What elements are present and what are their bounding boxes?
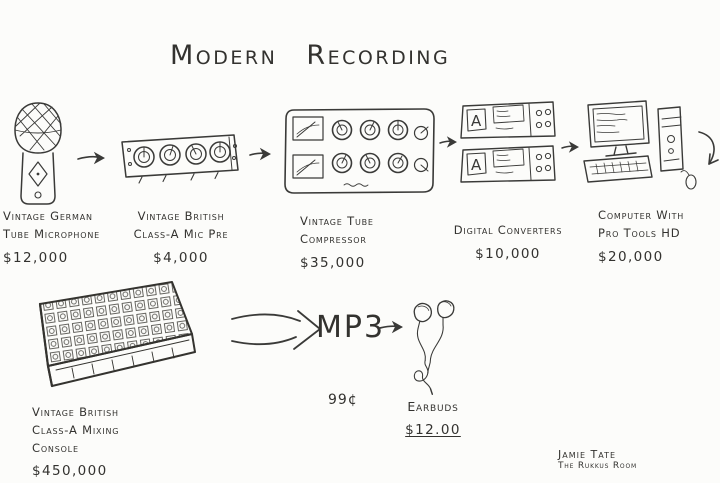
compressor-label: Vintage Tube Compressor $35,000 <box>300 213 410 274</box>
flow-arrow-icon <box>379 320 404 334</box>
earbuds-sketch <box>413 300 455 395</box>
flow-arrow-icon <box>561 141 580 153</box>
label-line: Class-A Mic Pre <box>133 226 229 241</box>
page-title: Modern Recording <box>170 40 451 71</box>
label-line: Vintage German <box>3 209 93 223</box>
signature-studio: The Rukkus Room <box>558 461 637 471</box>
earbuds-label: Earbuds $12.00 <box>390 397 476 441</box>
label-line: Console <box>32 440 79 455</box>
computer-sketch <box>583 100 697 190</box>
mixing-console-sketch <box>38 281 196 388</box>
label-line: Class-A Mixing <box>32 422 120 437</box>
converters-sketch: A A <box>460 101 556 183</box>
microphone-label: Vintage German Tube Microphone $12,000 <box>3 208 115 269</box>
converter-letter: A <box>471 112 482 130</box>
mp3-price: 99¢ <box>328 392 358 408</box>
microphone-sketch <box>14 102 62 205</box>
compressor-price: $35,000 <box>300 254 366 271</box>
flow-arrow-icon <box>439 136 458 148</box>
label-line: Tube Microphone <box>3 226 100 241</box>
converters-label: Digital Converters $10,000 <box>448 222 568 265</box>
earbuds-price: $12.00 <box>405 422 461 439</box>
mixing-console-label: Vintage British Class-A Mixing Console $… <box>32 404 162 482</box>
microphone-price: $12,000 <box>3 249 69 266</box>
compressor-sketch <box>284 108 435 194</box>
converters-price: $10,000 <box>475 245 541 262</box>
mic-preamp-label: Vintage British Class-A Mic Pre $4,000 <box>118 208 244 269</box>
flow-arrow-icon <box>249 147 272 161</box>
mic-preamp-price: $4,000 <box>153 249 209 266</box>
mixing-console-price: $450,000 <box>32 463 108 480</box>
label-line: Earbuds <box>407 399 459 414</box>
label-line: Vintage British <box>32 405 119 419</box>
flow-arrow-icon <box>77 151 106 165</box>
label-line: Digital Converters <box>453 223 563 237</box>
signature: Jamie Tate The Rukkus Room <box>558 448 637 471</box>
mic-preamp-sketch <box>121 134 239 184</box>
big-arrow-icon <box>231 310 321 350</box>
signature-name: Jamie Tate <box>558 448 617 461</box>
label-line: Vintage Tube <box>300 214 374 228</box>
label-line: Vintage British <box>137 209 225 223</box>
label-line: Computer With <box>598 208 685 222</box>
return-arrow-icon <box>698 131 719 165</box>
converter-letter: A <box>471 156 482 174</box>
label-line: Compressor <box>300 231 367 246</box>
computer-price: $20,000 <box>598 248 664 265</box>
label-line: Pro Tools HD <box>598 225 681 240</box>
computer-label: Computer With Pro Tools HD $20,000 <box>598 207 710 268</box>
mp3-text: MP3 <box>316 310 386 345</box>
